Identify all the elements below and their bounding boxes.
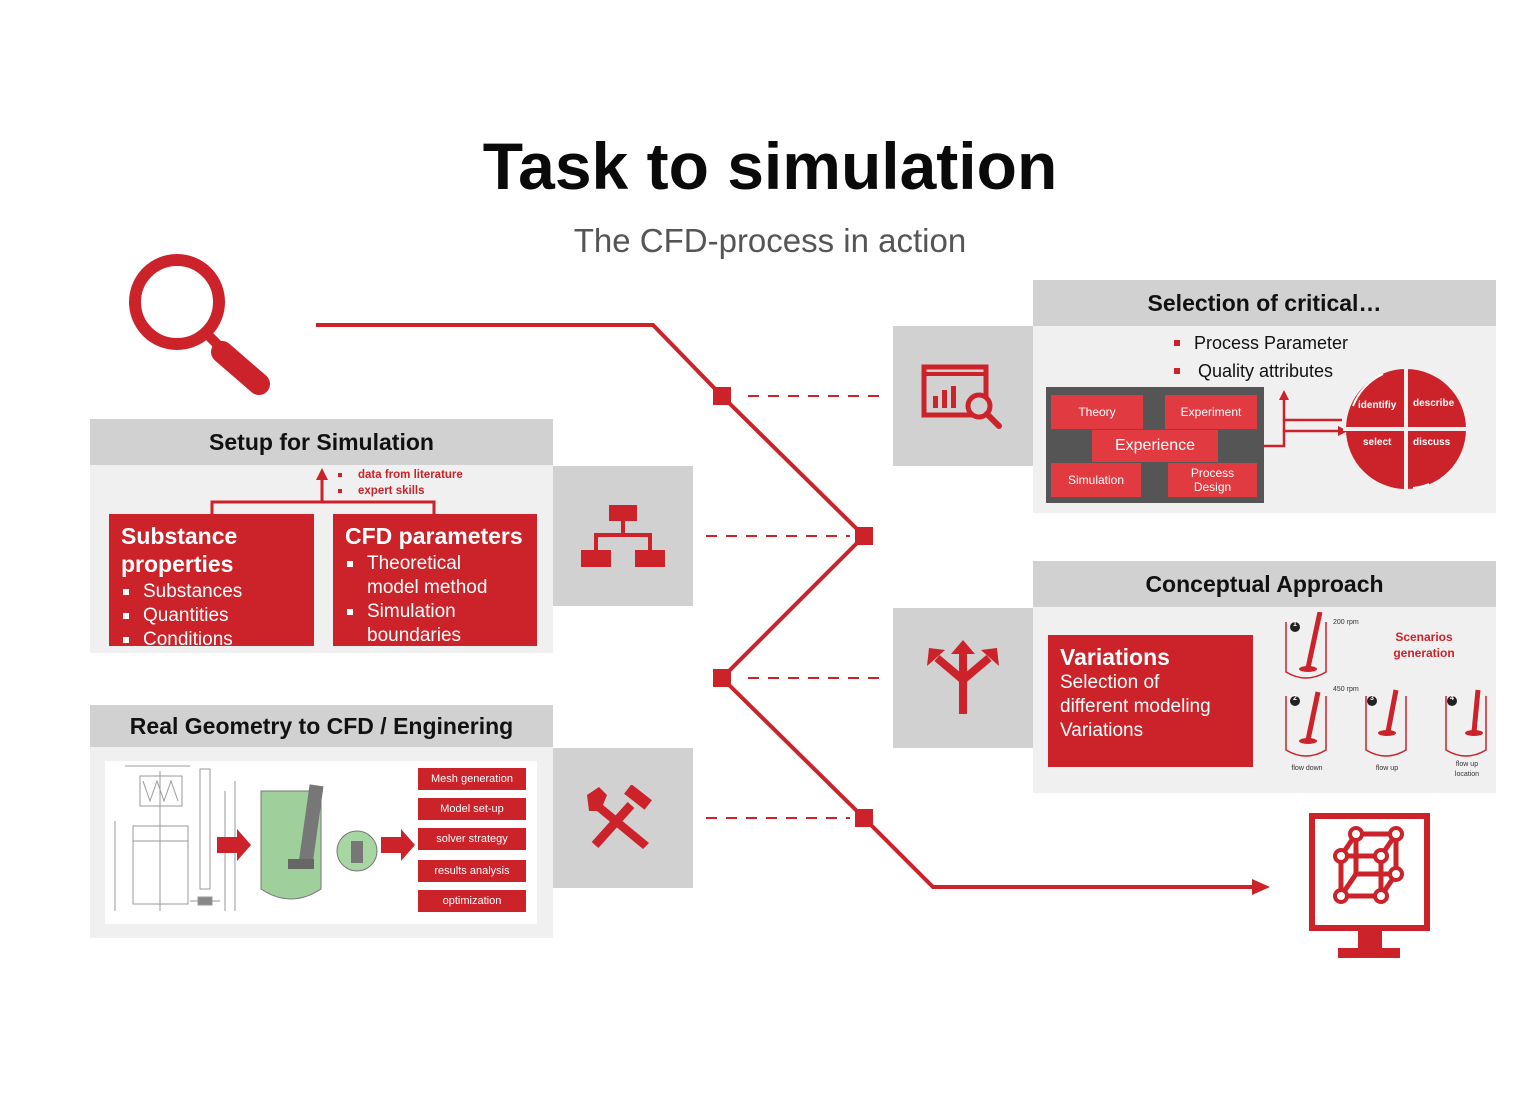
cycle-select: select bbox=[1363, 437, 1392, 448]
step-solver-strategy: solver strategy bbox=[418, 828, 526, 850]
variations-box: Variations Selection of different modeli… bbox=[1048, 635, 1253, 767]
step-optimization: optimization bbox=[418, 890, 526, 912]
cycle-discuss: discuss bbox=[1413, 437, 1451, 448]
rpm-label: 200 rpm bbox=[1333, 619, 1359, 626]
conceptual-panel-header: Conceptual Approach bbox=[1033, 561, 1496, 607]
scenario-label: flow up bbox=[1375, 765, 1399, 772]
geometry-panel-header: Real Geometry to CFD / Enginering bbox=[90, 705, 553, 747]
page-subtitle: The CFD-process in action bbox=[573, 222, 967, 259]
matrix-process-design: Process Design bbox=[1168, 463, 1257, 497]
step-mesh-generation: Mesh generation bbox=[418, 768, 526, 790]
cycle-identify: identifiy bbox=[1358, 400, 1397, 411]
variations-title: Variations bbox=[1060, 644, 1170, 670]
matrix-simulation: Simulation bbox=[1051, 463, 1141, 497]
selection-item: Process Parameter bbox=[1172, 329, 1348, 357]
step-model-setup: Model set-up bbox=[418, 798, 526, 820]
monitor-cube-icon bbox=[1309, 813, 1430, 958]
matrix-theory: Theory bbox=[1051, 395, 1143, 429]
selection-list: Process Parameter Quality attributes bbox=[1172, 329, 1348, 385]
selection-panel-header: Selection of critical… bbox=[1033, 280, 1496, 326]
scenario-number: 3 bbox=[1370, 695, 1374, 702]
cycle-diagram bbox=[1343, 366, 1469, 492]
cycle-describe: describe bbox=[1413, 398, 1455, 409]
variations-line: Selection of bbox=[1060, 672, 1160, 693]
node-square bbox=[855, 809, 873, 827]
analytics-icon-box bbox=[893, 326, 1033, 466]
matrix-to-cycle-arrows bbox=[1264, 390, 1348, 448]
scenario-number: 1 bbox=[1293, 621, 1297, 628]
hierarchy-icon-box bbox=[553, 466, 693, 606]
substance-item: Substances bbox=[121, 580, 302, 604]
setup-bracket-arrow bbox=[210, 468, 436, 514]
step-results-analysis: results analysis bbox=[418, 860, 526, 882]
scenario-sketches bbox=[1285, 612, 1487, 757]
scenario-label: flow up bbox=[1455, 761, 1479, 768]
node-square bbox=[855, 527, 873, 545]
substance-title: properties bbox=[121, 551, 234, 577]
split-arrows-icon-box bbox=[893, 608, 1033, 748]
variations-line: different modeling bbox=[1060, 696, 1211, 717]
tools-icon-box bbox=[553, 748, 693, 888]
selection-item: Quality attributes bbox=[1172, 357, 1348, 385]
matrix-experiment: Experiment bbox=[1165, 395, 1257, 429]
flow-arrowhead bbox=[1252, 879, 1270, 895]
scenarios-title: Scenarios generation bbox=[1393, 630, 1455, 660]
matrix-experience: Experience bbox=[1092, 430, 1218, 462]
analytics-icon bbox=[921, 364, 1002, 429]
source-item: expert skills bbox=[336, 483, 463, 499]
rpm-label: 450 rpm bbox=[1333, 686, 1359, 693]
substance-properties-box: Substance properties Substances Quantiti… bbox=[109, 514, 314, 650]
source-item: data from literature bbox=[336, 467, 463, 483]
main-flow-path bbox=[316, 323, 1255, 889]
node-square bbox=[713, 387, 731, 405]
substance-item: Conditions bbox=[121, 628, 302, 652]
substance-item: Quantities bbox=[121, 604, 302, 628]
scenario-number: 4 bbox=[1450, 695, 1454, 702]
scenario-label: flow down bbox=[1291, 765, 1323, 772]
setup-panel-header: Setup for Simulation bbox=[90, 419, 553, 465]
tools-icon bbox=[587, 785, 652, 849]
split-arrows-icon bbox=[927, 640, 999, 714]
substance-title: Substance bbox=[121, 523, 238, 549]
page-title: Task to simulation bbox=[482, 129, 1058, 203]
technical-drawing bbox=[114, 765, 415, 911]
hierarchy-icon bbox=[581, 505, 665, 567]
sources-list: data from literature expert skills bbox=[336, 467, 463, 499]
node-square bbox=[713, 669, 731, 687]
scenario-label: location bbox=[1454, 771, 1480, 778]
cfd-title: CFD parameters bbox=[345, 523, 523, 549]
search-icon bbox=[129, 254, 270, 395]
variations-line: Variations bbox=[1060, 720, 1144, 741]
scenario-number: 2 bbox=[1293, 695, 1297, 702]
